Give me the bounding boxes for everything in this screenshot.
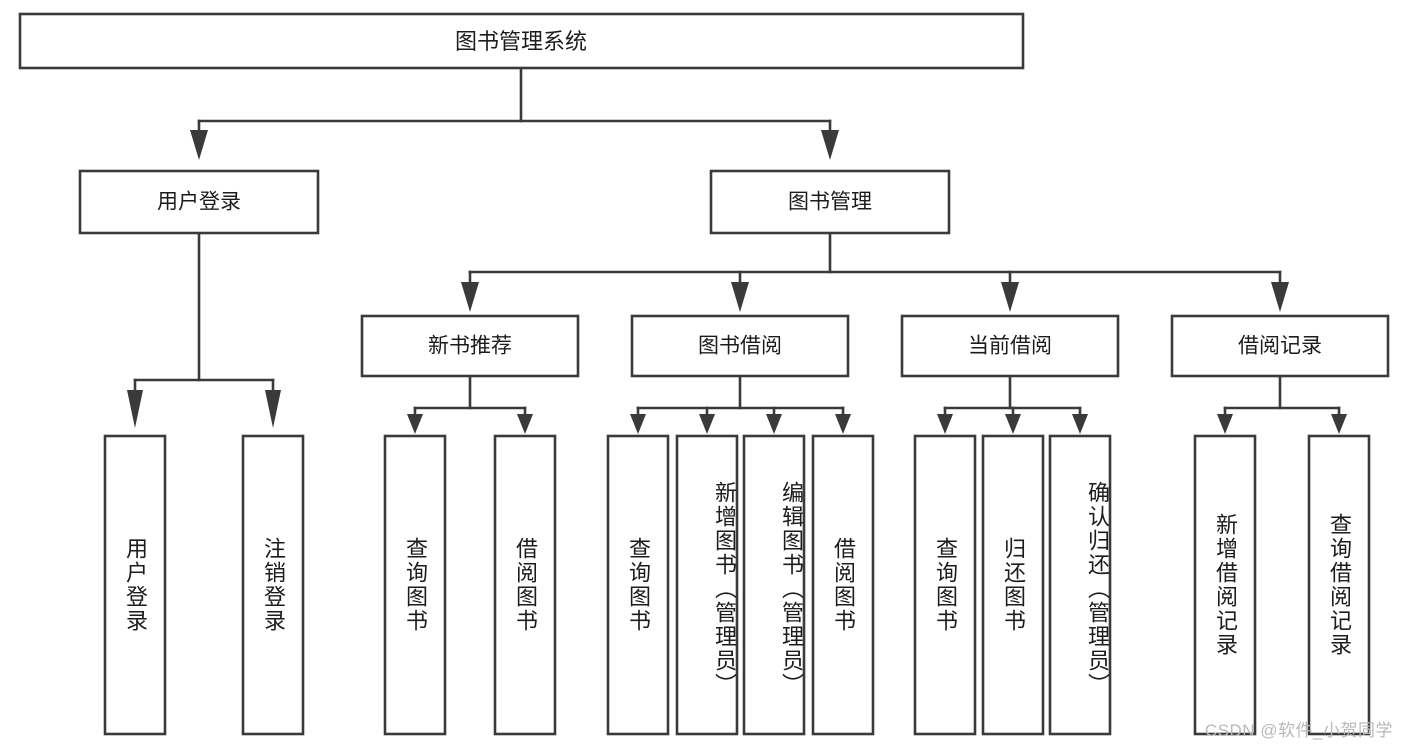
- arrow-to-book-manage: [821, 130, 839, 160]
- node-root[interactable]: 图书管理系统: [18, 12, 1025, 70]
- leaf-box-query-book-3[interactable]: [913, 434, 977, 736]
- arrow-to-leaf-user-login: [127, 390, 143, 428]
- node-user-login[interactable]: 用户登录: [78, 169, 320, 235]
- node-book-borrow-label: 图书借阅: [698, 335, 782, 358]
- arrow-to-leaf-edit-book: [766, 414, 782, 434]
- leaf-box-query-book-2[interactable]: [606, 434, 670, 736]
- leaf-box-add-book[interactable]: [675, 434, 739, 736]
- arrow-to-book-borrow: [731, 282, 749, 312]
- node-new-book-recommend-label: 新书推荐: [428, 335, 512, 358]
- leaf-box-query-book-1[interactable]: [383, 434, 447, 736]
- node-root-box[interactable]: [18, 12, 1025, 70]
- arrow-to-leaf-return-book: [1005, 414, 1021, 434]
- node-borrow-record-label: 借阅记录: [1238, 335, 1322, 358]
- arrow-to-leaf-query-book-2: [630, 414, 646, 434]
- node-user-login-box[interactable]: [78, 169, 320, 235]
- node-new-book-recommend-box[interactable]: [360, 314, 580, 378]
- arrow-to-leaf-query-book-1: [407, 414, 423, 434]
- leaf-box-confirm-return[interactable]: [1048, 434, 1112, 736]
- leaf-box-user-login[interactable]: [103, 434, 167, 736]
- arrow-to-user-login: [190, 130, 208, 160]
- node-borrow-record[interactable]: 借阅记录: [1170, 314, 1390, 378]
- node-root-label: 图书管理系统: [455, 29, 587, 54]
- connector-group-book-manage: [461, 231, 1289, 312]
- arrow-to-leaf-confirm-return: [1072, 414, 1088, 434]
- arrow-to-new-book-recommend: [461, 282, 479, 312]
- node-current-borrow[interactable]: 当前借阅: [900, 314, 1120, 378]
- leaf-box-borrow-book-2[interactable]: [811, 434, 875, 736]
- node-book-manage[interactable]: 图书管理: [709, 169, 951, 235]
- arrow-to-leaf-add-book: [699, 414, 715, 434]
- leaf-box-borrow-book-1[interactable]: [493, 434, 557, 736]
- leaf-box-group: [103, 434, 1371, 736]
- arrow-to-leaf-query-book-3: [937, 414, 953, 434]
- leaf-box-add-record[interactable]: [1193, 434, 1257, 736]
- arrow-to-leaf-borrow-book-2: [835, 414, 851, 434]
- leaf-box-edit-book[interactable]: [742, 434, 806, 736]
- arrow-to-current-borrow: [1001, 282, 1019, 312]
- arrow-to-borrow-record: [1271, 282, 1289, 312]
- connector-group-current-borrow: [937, 374, 1088, 434]
- node-current-borrow-box[interactable]: [900, 314, 1120, 378]
- leaf-box-query-record[interactable]: [1307, 434, 1371, 736]
- arrow-to-leaf-user-logout: [265, 390, 281, 428]
- node-book-borrow-box[interactable]: [630, 314, 850, 378]
- arrow-to-leaf-add-record: [1217, 414, 1233, 434]
- node-book-borrow[interactable]: 图书借阅: [630, 314, 850, 378]
- connector-group-user-login: [127, 231, 281, 428]
- connector-group-borrow-record: [1217, 374, 1347, 434]
- arrow-to-leaf-query-record: [1331, 414, 1347, 434]
- node-book-manage-label: 图书管理: [788, 191, 872, 214]
- node-current-borrow-label: 当前借阅: [968, 335, 1052, 358]
- connector-group-new-book-recommend: [407, 374, 533, 434]
- csdn-watermark: CSDN @软件_小贺同学: [1204, 721, 1393, 740]
- connector-group-book-borrow: [630, 374, 851, 434]
- node-user-login-label: 用户登录: [157, 191, 241, 214]
- leaf-box-user-logout[interactable]: [241, 434, 305, 736]
- connector-group-root: [190, 66, 839, 160]
- node-book-manage-box[interactable]: [709, 169, 951, 235]
- leaf-box-return-book[interactable]: [981, 434, 1045, 736]
- node-borrow-record-box[interactable]: [1170, 314, 1390, 378]
- node-new-book-recommend[interactable]: 新书推荐: [360, 314, 580, 378]
- arrow-to-leaf-borrow-book-1: [517, 414, 533, 434]
